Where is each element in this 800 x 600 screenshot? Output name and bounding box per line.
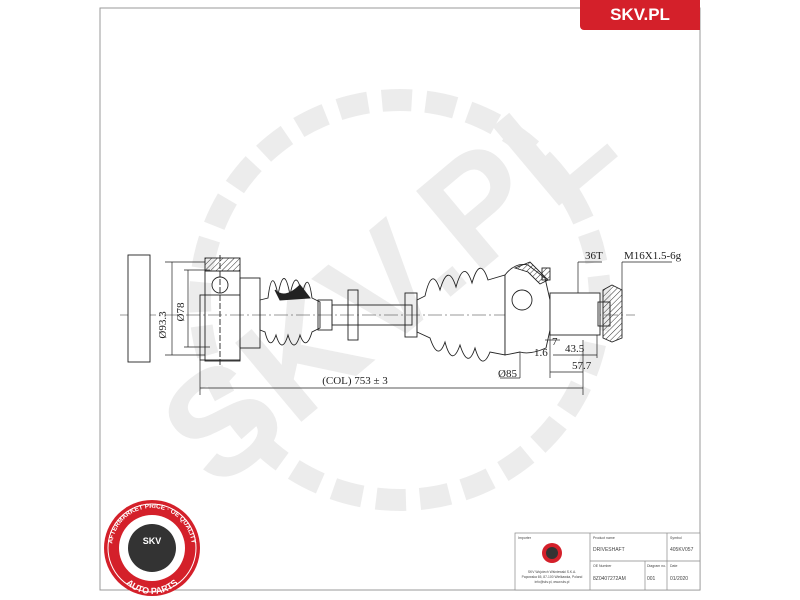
date-label: Date: [670, 564, 677, 568]
oe-number-label: OE Number: [593, 564, 612, 568]
oe-number: 8Z0407272AM: [593, 576, 626, 582]
dim-spline: 36T: [585, 250, 603, 262]
driveshaft: [127, 254, 623, 365]
dim-stub-total: 57.7: [572, 360, 592, 372]
inner-boot: [259, 278, 321, 346]
flange-disc: [127, 254, 151, 363]
watermark: SKV.PL: [130, 49, 642, 517]
stub-shaft: [549, 292, 601, 336]
symbol: 405KV057: [670, 547, 694, 553]
dim-thread: M16X1.5-6g: [624, 250, 682, 262]
dimension-lines: [165, 261, 672, 395]
dim-offset-7: 7: [552, 336, 558, 348]
drawing-frame: [99, 7, 701, 591]
badge-center-text: SKV: [143, 536, 162, 546]
hub-nut: [602, 284, 623, 343]
dim-overall-length: (COL) 753 ± 3: [322, 375, 388, 387]
importer-line-3: info@skv.pl, www.skv.pl: [535, 580, 570, 584]
title-block: Importer SKV Wojciech Wiśniewski S.K.A. …: [514, 532, 701, 591]
product-name-label: Product name: [593, 536, 615, 540]
dim-offset-small: 1.6: [534, 347, 548, 359]
skv-logo: SKV.PL: [580, 0, 700, 30]
dim-flange-diameter: Ø93.3: [157, 311, 169, 339]
dim-boot-diameter: Ø85: [498, 368, 517, 380]
product-name: DRIVESHAFT: [593, 547, 625, 553]
diagram-no: 001: [647, 576, 656, 582]
symbol-label: Symbol: [670, 536, 682, 540]
dim-joint-diameter: Ø78: [175, 302, 187, 321]
importer-label: Importer: [518, 536, 532, 540]
auto-parts-badge: SKV AFTERMARKET PRICE · OE QUALITY AUTO …: [104, 500, 200, 596]
date: 01/2020: [670, 576, 688, 582]
importer-line-2: Papowska 65, 87-100 Wielkawka, Poland: [522, 575, 583, 579]
shaft: [331, 304, 413, 326]
importer-line-1: SKV Wojciech Wiśniewski S.K.A.: [528, 570, 576, 574]
inner-cv-joint: [199, 255, 261, 365]
dim-stub-length: 43.5: [565, 343, 585, 355]
diagram-no-label: Diagram no.: [647, 564, 666, 568]
